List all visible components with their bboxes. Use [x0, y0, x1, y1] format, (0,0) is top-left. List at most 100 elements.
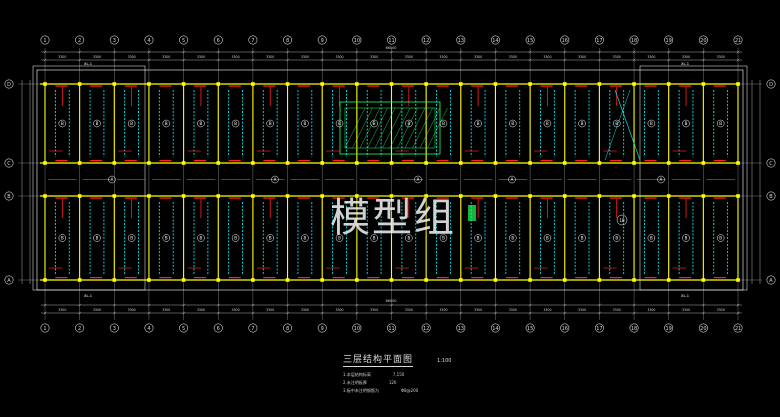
- axis-bubble: [109, 35, 119, 45]
- corridor-label-text: A: [274, 177, 277, 182]
- dimension-tick: [78, 50, 82, 54]
- stair-hatch: [382, 107, 403, 149]
- dimension-text: 3300: [682, 55, 690, 59]
- axis-bubble-label: 14: [492, 326, 498, 332]
- room-label-text: B: [373, 236, 376, 241]
- axis-bubble: [317, 35, 327, 45]
- rebar-label-bar: [505, 85, 518, 87]
- column-block: [736, 82, 740, 86]
- axis-bubble-label: 7: [251, 326, 254, 332]
- cantilever-left: [32, 65, 146, 291]
- column-block: [701, 194, 706, 198]
- column-block: [459, 278, 463, 282]
- column-block: [112, 278, 117, 282]
- dimension-tick: [320, 303, 324, 307]
- room-label-text: B: [61, 121, 64, 126]
- rebar-label-bar: [644, 197, 657, 199]
- stair-inner: [344, 107, 436, 149]
- axis-bubble: [456, 35, 466, 45]
- note-value: 7.150: [392, 372, 405, 377]
- rebar-label-bar: [124, 85, 137, 87]
- room-label-circle: [335, 119, 344, 128]
- axis-bubble: [75, 323, 85, 333]
- dimension-tick: [563, 303, 567, 307]
- dimension-tick: [355, 50, 359, 54]
- room-label-circle: [301, 234, 309, 242]
- dimension-tick: [286, 50, 289, 54]
- rebar-label-bar: [367, 160, 380, 162]
- column-block: [285, 82, 290, 86]
- rebar-label-bar: [193, 277, 207, 279]
- corridor-label-circle: [271, 175, 279, 184]
- dimension-tick: [216, 303, 220, 307]
- rebar-label-bar: [367, 277, 380, 279]
- dimension-tick: [667, 58, 671, 62]
- corridor-label-circle: [508, 175, 516, 184]
- column-block: [493, 161, 498, 165]
- axis-bubble: [386, 35, 396, 45]
- dimension-tick: [667, 311, 671, 315]
- rebar-label-bar: [332, 160, 345, 162]
- room-label-text: B: [234, 121, 237, 126]
- dimension-text: 3300: [370, 55, 378, 59]
- dimension-text: 3300: [197, 308, 205, 312]
- rebar-label-bar: [679, 160, 692, 162]
- rebar-label-bar: [263, 277, 276, 279]
- dimension-tick: [43, 58, 47, 62]
- rebar-label-bar: [609, 197, 622, 199]
- axis-bubble-label: 18: [631, 326, 637, 332]
- column-block: [389, 194, 394, 198]
- axis-bubble-label: 11: [388, 38, 394, 44]
- column-block: [459, 194, 463, 198]
- dimension-tick: [112, 50, 116, 54]
- room-label-circle: [335, 234, 344, 242]
- room-label-circle: [647, 119, 656, 128]
- dimension-text: 3300: [301, 308, 309, 312]
- room-label-circle: [612, 234, 621, 242]
- room-label-text: B: [234, 236, 237, 241]
- column-block: [701, 161, 706, 165]
- room-label-circle: [266, 119, 274, 128]
- corridor-label-text: A: [111, 177, 114, 182]
- dimension-tick: [701, 58, 705, 62]
- column-block: [528, 194, 532, 198]
- column-block: [562, 194, 567, 198]
- rebar-label-bar: [55, 160, 68, 162]
- dimension-tick: [459, 50, 463, 54]
- room-label-circle: [682, 234, 690, 242]
- rebar-label-bar: [644, 85, 657, 87]
- rebar-label-bar: [263, 160, 276, 162]
- axis-bubble-label: 20: [700, 38, 706, 44]
- rebar-label-bar: [332, 197, 345, 199]
- column-block: [285, 278, 290, 282]
- room-label-circle: [162, 119, 171, 128]
- axis-bubble: [4, 275, 14, 285]
- column-block: [528, 161, 532, 165]
- column-block: [320, 161, 324, 165]
- note-value: Φ8@200: [400, 388, 419, 393]
- axis-bubble-label: 9: [321, 326, 324, 332]
- dimension-tick: [182, 303, 185, 307]
- axis-bubble: [248, 323, 258, 333]
- column-block: [112, 82, 117, 86]
- stair-hatch: [412, 107, 433, 149]
- column-block: [562, 161, 567, 165]
- axis-bubble-label: 2: [78, 326, 81, 332]
- axis-bubble-label: B: [769, 194, 773, 200]
- room-label-text: B: [719, 121, 722, 126]
- note-label: 3.板中未注明钢筋为: [343, 388, 379, 393]
- room-label-text: B: [200, 121, 203, 126]
- axis-bubble-label: 6: [217, 38, 220, 44]
- dimension-tick: [736, 303, 740, 307]
- stair-hatch: [389, 107, 411, 149]
- rebar-label-bar: [471, 160, 484, 162]
- column-block: [43, 82, 47, 86]
- column-block: [562, 278, 567, 282]
- rebar-label-bar: [159, 277, 172, 279]
- dimension-tick: [563, 58, 567, 62]
- dimension-tick: [632, 311, 636, 315]
- column-block: [701, 278, 706, 282]
- dimension-tick: [43, 311, 47, 315]
- rebar-label-bar: [297, 160, 311, 162]
